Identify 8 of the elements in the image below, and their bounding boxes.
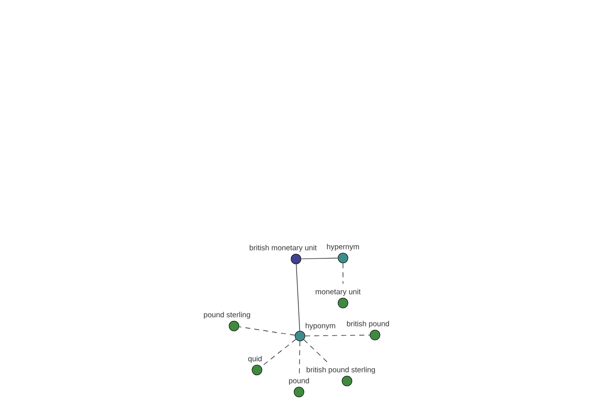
connector-line (304, 339, 328, 362)
connector-line (296, 264, 300, 332)
connector-line (260, 338, 296, 368)
connector-line (300, 258, 338, 260)
connector-line (238, 326, 296, 336)
connector-line (304, 334, 370, 336)
connector-line (299, 340, 300, 374)
connector-line (342, 262, 344, 284)
